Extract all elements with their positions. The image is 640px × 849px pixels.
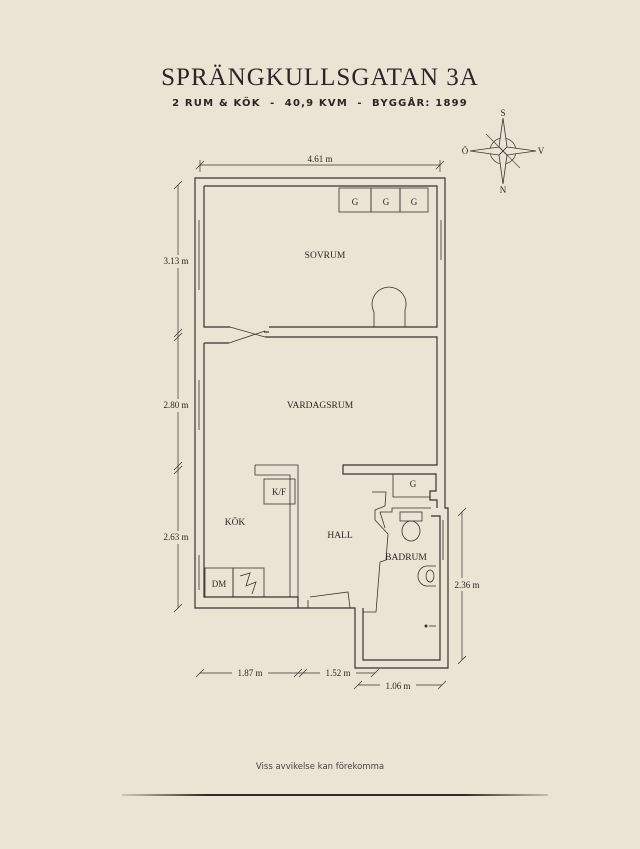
compass-east-label: V <box>538 146 545 156</box>
doors <box>228 326 351 609</box>
room-label-sovrum: SOVRUM <box>305 251 346 261</box>
left-dimension-line <box>173 180 183 613</box>
footer-divider <box>122 794 548 796</box>
hall-closet-label: G <box>410 479 417 489</box>
room-label-hall: HALL <box>327 531 353 541</box>
room-label-kok: KÖK <box>225 516 246 528</box>
kitchen-counter <box>204 464 299 598</box>
windows <box>198 220 444 590</box>
dim-sovrum-height: 3.13 m <box>163 256 188 266</box>
closet-label-2: G <box>383 197 390 207</box>
sink-icon <box>417 565 436 587</box>
dim-bottom-left: 1.87 m <box>237 668 262 678</box>
fridge-label: K/F <box>272 487 286 497</box>
dishwasher-label: DM <box>212 579 227 589</box>
disclaimer-note: Viss avvikelse kan förekomma <box>255 762 385 772</box>
top-dimension-line <box>195 160 445 172</box>
dim-vardagsrum-height: 2.80 m <box>163 400 188 410</box>
compass-north-label: N <box>500 185 507 195</box>
sovrum-closets <box>338 187 429 213</box>
compass-west-label: Ö <box>462 146 469 156</box>
dim-top-width: 4.61 m <box>307 154 332 164</box>
tiled-stove-icon <box>371 286 407 328</box>
compass-icon <box>469 117 537 185</box>
room-label-badrum: BADRUM <box>385 553 427 563</box>
room-label-vardagsrum: VARDAGSRUM <box>287 401 354 411</box>
dim-badrum-height: 2.36 m <box>454 580 479 590</box>
compass-south-label: S <box>500 108 505 118</box>
closet-label-1: G <box>352 197 359 207</box>
dim-bottom-mid: 1.52 m <box>325 668 350 678</box>
outer-walls <box>194 177 449 669</box>
page-title: SPRÄNGKULLSGATAN 3A <box>161 64 479 91</box>
closet-label-3: G <box>411 197 418 207</box>
toilet-icon <box>399 511 423 542</box>
shower-drain-icon <box>424 624 436 628</box>
dim-bottom-right: 1.06 m <box>385 681 410 691</box>
hall-closet <box>363 474 431 613</box>
dim-kok-height: 2.63 m <box>163 532 188 542</box>
page-subtitle: 2 RUM & KÖK - 40,9 KVM - BYGGÅR: 1899 <box>172 98 468 109</box>
